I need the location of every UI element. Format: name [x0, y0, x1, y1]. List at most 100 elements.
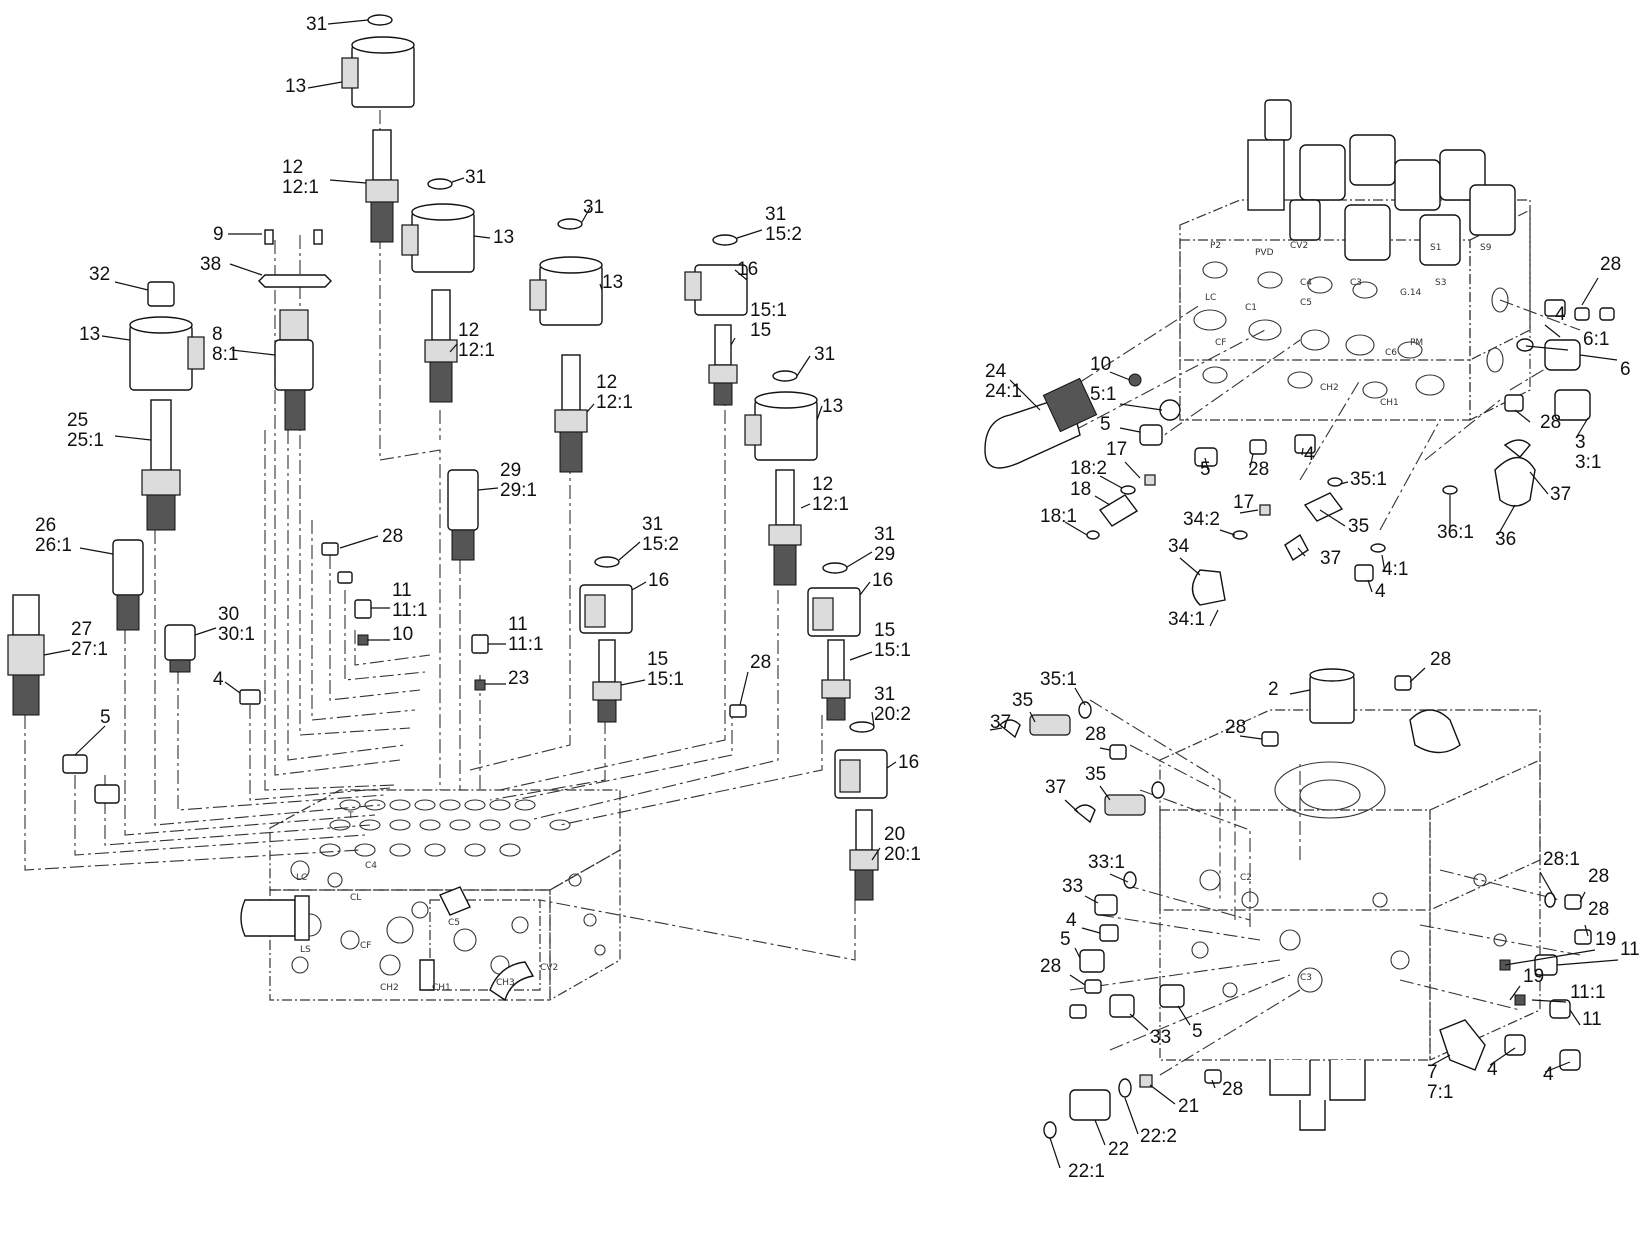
leader-line — [1579, 891, 1586, 903]
callout-number: 22:2 — [1140, 1126, 1177, 1147]
callout-subnumber: 11:1 — [508, 634, 544, 655]
callout-number: 10 — [1090, 354, 1111, 375]
leader-line — [224, 681, 241, 694]
callout-number: 15 — [647, 649, 668, 670]
leader-line — [1249, 453, 1254, 469]
callout-c69: 37 — [1529, 471, 1571, 505]
callout-c48: 18:2 — [1070, 458, 1123, 489]
leader-line — [1064, 521, 1088, 536]
callout-number: 11 — [508, 614, 528, 635]
leader-line — [307, 81, 343, 89]
callout-number: 28 — [1085, 724, 1106, 745]
callout-c53: 4 — [1301, 444, 1315, 465]
callout-c17: 31 — [796, 344, 835, 377]
callout-subnumber: 3:1 — [1575, 452, 1601, 473]
callout-c102: 4 — [1487, 1047, 1516, 1080]
callout-c41: 16 — [886, 752, 919, 773]
callout-c05: 13 — [473, 227, 514, 248]
svg-text:CL: CL — [350, 893, 361, 903]
callout-number: 13 — [285, 76, 306, 97]
callout-c85: 28 — [1040, 956, 1086, 986]
leader-line — [1084, 895, 1099, 904]
callout-number: 15:1 — [750, 300, 787, 321]
callout-number: 37 — [1550, 484, 1571, 505]
callout-number: 4 — [1543, 1064, 1554, 1085]
callout-number: 34:1 — [1168, 609, 1205, 630]
leader-line — [1219, 529, 1236, 536]
callout-number: 17 — [1106, 439, 1127, 460]
leader-line — [1009, 379, 1041, 411]
leader-line — [1211, 1079, 1216, 1089]
leader-line — [1074, 947, 1081, 959]
callout-number: 22:1 — [1068, 1161, 1105, 1182]
callout-number: 16 — [737, 259, 758, 280]
callout-c81: 33:1 — [1088, 852, 1129, 883]
callout-c12: 13 — [599, 272, 623, 293]
callout-number: 28 — [1588, 866, 1609, 887]
callout-c60: 4:1 — [1381, 554, 1408, 580]
leader-line — [1099, 747, 1111, 751]
callout-subnumber: 11:1 — [392, 600, 428, 621]
leader-line — [194, 627, 217, 636]
callout-c99: 11:1 — [1531, 982, 1606, 1003]
callout-subnumber: 15:2 — [642, 534, 679, 555]
callout-number: 16 — [872, 570, 893, 591]
leader-line — [229, 263, 263, 276]
callout-number: 31 — [874, 684, 895, 705]
callout-number: 37 — [1045, 777, 1066, 798]
svg-text:P2: P2 — [1210, 241, 1221, 251]
callout-c28: 16 — [859, 570, 893, 596]
leader-line — [620, 679, 646, 686]
callout-number: 36 — [1495, 529, 1516, 550]
callout-number: 33 — [1150, 1027, 1171, 1048]
callout-c06: 9 — [213, 224, 262, 245]
callout-subnumber: 8:1 — [212, 344, 238, 365]
leader-line — [1556, 959, 1619, 966]
leader-line — [1529, 471, 1549, 495]
leader-line — [1409, 667, 1426, 683]
callout-number: 31 — [306, 14, 327, 35]
leader-line — [631, 581, 647, 591]
callout-number: 31 — [465, 167, 486, 188]
leader-line — [1489, 1047, 1516, 1066]
callout-c68: 33:1 — [1575, 417, 1601, 473]
callout-number: 31 — [765, 204, 786, 225]
callout-subnumber: 15 — [750, 320, 771, 341]
callout-c84: 5 — [1060, 929, 1081, 959]
leader-line — [730, 337, 736, 346]
assembly-routing-lines — [24, 110, 856, 961]
leader-line — [1099, 475, 1123, 489]
callout-subnumber: 27:1 — [71, 639, 108, 660]
leader-line — [101, 335, 131, 341]
callout-subnumber: 20:2 — [874, 704, 911, 725]
callout-number: 5 — [1200, 459, 1211, 480]
left-valve-block: LC C4 CL C5 LS CF CH2 CH1 CH3 CV2 T — [240, 789, 621, 1002]
callout-subnumber: 12:1 — [282, 177, 319, 198]
callout-c10: 32 — [89, 264, 149, 291]
callout-subnumber: 12:1 — [596, 392, 633, 413]
callout-number: 12 — [282, 157, 303, 178]
callout-number: 6 — [1620, 359, 1631, 380]
callout-number: 30 — [218, 604, 239, 625]
leader-line — [329, 179, 367, 184]
leader-line — [451, 177, 465, 183]
leader-line — [1094, 495, 1111, 506]
leader-line — [1581, 277, 1599, 306]
callout-number: 28 — [750, 652, 771, 673]
callout-c36: 4 — [213, 669, 241, 694]
callout-c46: 5 — [1100, 414, 1141, 435]
callout-subnumber: 25:1 — [67, 430, 104, 451]
leader-line — [1069, 974, 1086, 986]
callout-number: 10 — [392, 624, 413, 645]
svg-text:C3: C3 — [1350, 278, 1362, 288]
callout-number: 5 — [1060, 929, 1071, 950]
svg-text:CH3: CH3 — [496, 978, 515, 988]
leader-line — [816, 405, 823, 421]
leader-line — [114, 281, 149, 291]
callout-c13: 13 — [79, 324, 131, 345]
callout-number: 34:2 — [1183, 509, 1220, 530]
